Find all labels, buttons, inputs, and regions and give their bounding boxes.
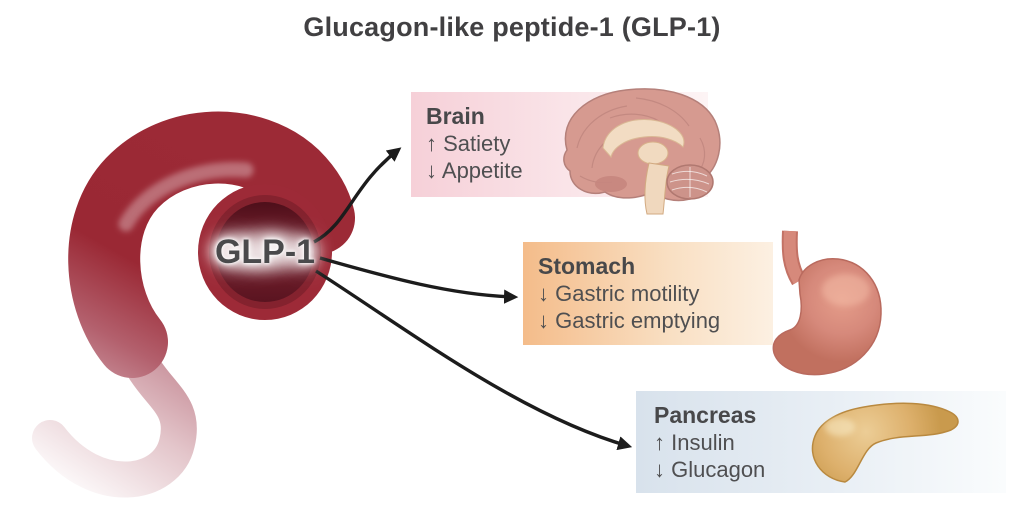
pancreas-effect-insulin: ↑ Insulin (654, 430, 735, 455)
pancreas-card-title: Pancreas (654, 402, 757, 428)
stomach-card: Stomach ↓ Gastric motility ↓ Gastric emp… (523, 242, 773, 345)
brain-card: Brain ↑ Satiety ↓ Appetite (411, 92, 708, 197)
stomach-icon (772, 230, 882, 376)
brain-card-title: Brain (426, 103, 485, 129)
pancreas-effect-glucagon: ↓ Glucagon (654, 457, 766, 482)
pancreas-card: Pancreas ↑ Insulin ↓ Glucagon (636, 391, 1006, 493)
brain-effect-satiety: ↑ Satiety (426, 131, 511, 156)
stomach-effect-emptying: ↓ Gastric emptying (538, 308, 721, 333)
glp1-source-label: GLP-1 (214, 233, 316, 271)
stomach-card-title: Stomach (538, 253, 636, 279)
brain-effect-appetite: ↓ Appetite (426, 158, 523, 183)
page-title: Glucagon-like peptide-1 (GLP-1) (303, 12, 721, 42)
small-intestine-icon (32, 111, 355, 498)
arrow-to-stomach (319, 256, 519, 304)
stomach-effect-motility: ↓ Gastric motility (538, 281, 700, 306)
